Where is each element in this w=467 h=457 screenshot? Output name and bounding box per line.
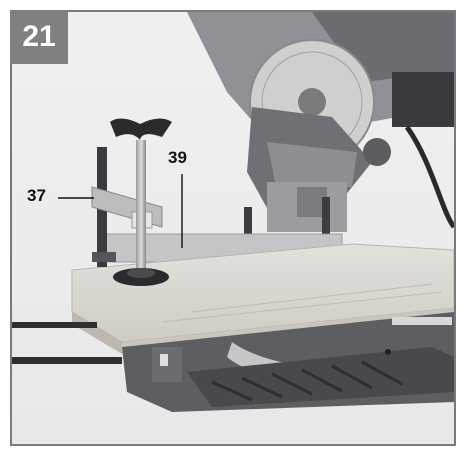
extension-rod-lower (12, 357, 122, 364)
figure-frame (10, 10, 456, 446)
extension-rod-upper (12, 322, 97, 328)
miter-saw-illustration (12, 12, 454, 444)
saw-base (122, 312, 454, 412)
callout-39-label: 39 (168, 148, 187, 167)
clamp-spindle (136, 140, 146, 270)
figure-number-badge: 21 (10, 10, 68, 64)
callout-37-label: 37 (27, 186, 46, 205)
clamp-knob (110, 118, 172, 140)
vertical-clamp (91, 118, 172, 286)
saw-head (187, 12, 454, 257)
